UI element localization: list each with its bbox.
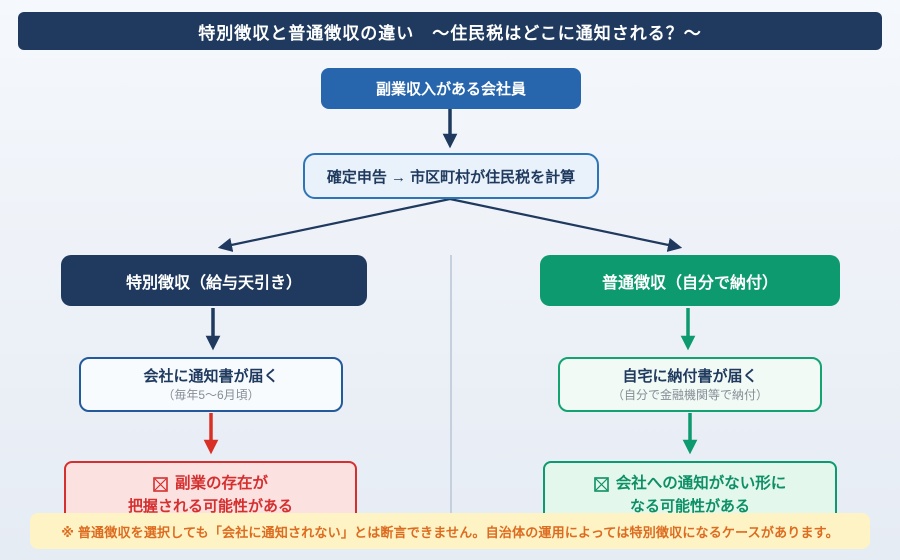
node-company-notice: 会社に通知書が届く （毎年5〜6月頃）: [79, 357, 343, 412]
footnote-banner: ※ 普通徴収を選択しても「会社に通知されない」とは断言できません。自治体の運用に…: [30, 513, 870, 549]
node-calculation: 確定申告 → 市区町村が住民税を計算: [303, 153, 599, 199]
node-risk-result-line1: 副業の存在が: [153, 472, 268, 496]
node-safe-result-line1: 会社への通知がない形に: [593, 472, 787, 496]
footnote-text: ※ 普通徴収を選択しても「会社に通知されない」とは断言できません。自治体の運用に…: [61, 524, 839, 540]
node-special-collection: 特別徴収（給与天引き）: [61, 255, 367, 306]
node-calculation-label: 確定申告 → 市区町村が住民税を計算: [326, 168, 576, 186]
page-title: 特別徴収と普通徴収の違い 〜住民税はどこに通知される？〜: [18, 12, 882, 50]
node-safe-result-text2: なる可能性がある: [629, 498, 750, 515]
node-ordinary-collection-label: 普通徴収（自分で納付）: [601, 274, 778, 292]
node-risk-result-text2: 把握される可能性がある: [127, 498, 293, 515]
node-start: 副業収入がある会社員: [321, 68, 581, 109]
column-divider: [450, 255, 452, 513]
node-home-notice-subtitle: （自分で金融機関等で納付）: [611, 387, 768, 402]
node-start-label: 副業収入がある会社員: [375, 81, 526, 98]
node-safe-result-text1: 会社への通知がない形に: [615, 475, 787, 492]
page-title-text: 特別徴収と普通徴収の違い 〜住民税はどこに通知される？〜: [198, 23, 702, 43]
node-special-collection-label: 特別徴収（給与天引き）: [125, 274, 302, 292]
node-company-notice-title: 会社に通知書が届く: [143, 367, 279, 385]
boxed-x-icon: [153, 476, 168, 492]
node-ordinary-collection: 普通徴収（自分で納付）: [540, 255, 840, 306]
node-company-notice-subtitle: （毎年5〜6月頃）: [162, 387, 260, 402]
node-home-notice: 自宅に納付書が届く （自分で金融機関等で納付）: [558, 357, 822, 412]
boxed-x-icon: [593, 476, 609, 492]
node-risk-result-text1: 副業の存在が: [174, 475, 268, 492]
node-home-notice-title: 自宅に納付書が届く: [622, 367, 758, 385]
